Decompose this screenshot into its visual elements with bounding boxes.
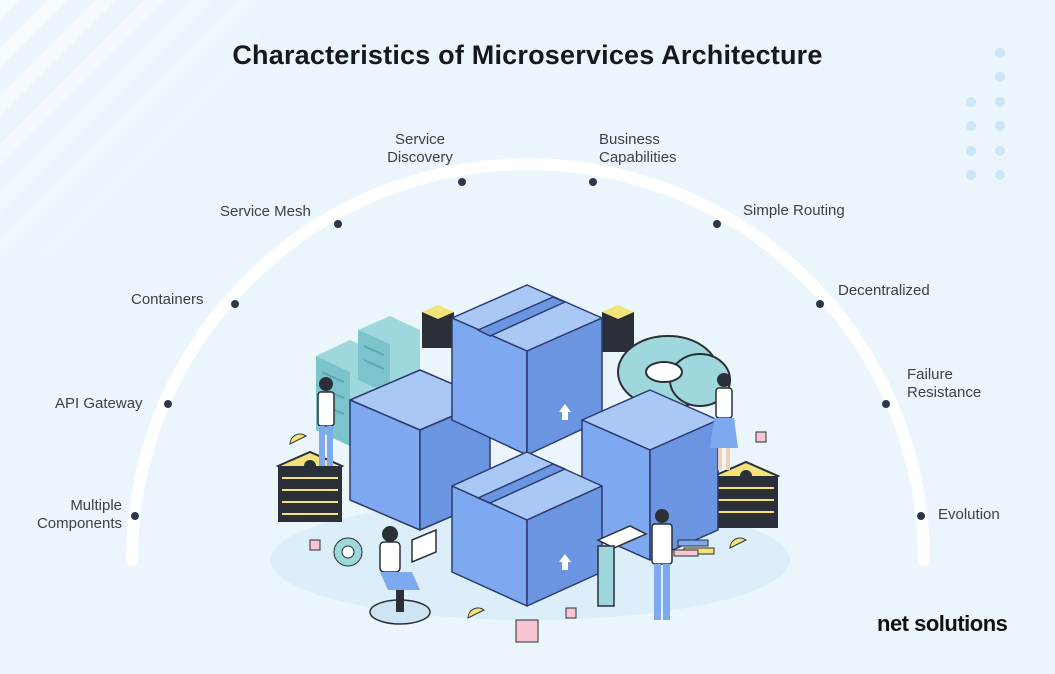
page-title: Characteristics of Microservices Archite… [232,40,823,70]
server-stack-right [711,460,781,528]
server-stack-small-left [422,305,454,348]
dot-decentralized [816,300,824,308]
label-service-discovery: Service Discovery [387,131,453,166]
label-api-gateway: API Gateway [55,395,143,412]
cardboard-boxes [349,284,719,607]
decorative-dot-grid [962,44,1012,184]
cloud-illustration [617,335,731,409]
person-left-illustration [317,377,335,466]
dot-business-capabilities [589,178,597,186]
label-service-mesh: Service Mesh [220,203,311,220]
person-standing-illustration [596,509,673,620]
label-evolution: Evolution [938,506,1000,523]
dot-failure-resistance [882,400,890,408]
label-containers: Containers [131,291,204,308]
server-stack-left [275,450,345,522]
dot-evolution [917,512,925,520]
brand-logo: net solutions [877,611,1008,636]
server-stack-small-right [602,305,634,352]
dot-service-discovery [458,178,466,186]
label-simple-routing: Simple Routing [743,202,845,219]
label-multiple-components: Multiple Components [36,497,122,532]
arc-dots [131,178,925,520]
person-seated-illustration [369,526,437,625]
dot-multiple-components [131,512,139,520]
dot-service-mesh [334,220,342,228]
person-right-illustration [710,373,738,470]
background-stripes [0,0,260,260]
dot-containers [231,300,239,308]
dot-simple-routing [713,220,721,228]
decorative-shapes [289,431,767,643]
up-arrow-icons [559,404,571,570]
label-business-capabilities: Business Capabilities [599,131,677,166]
label-decentralized: Decentralized [838,282,930,299]
characteristics-arc [126,158,930,566]
label-failure-resistance: Failure Resistance [907,366,982,401]
dot-api-gateway [164,400,172,408]
